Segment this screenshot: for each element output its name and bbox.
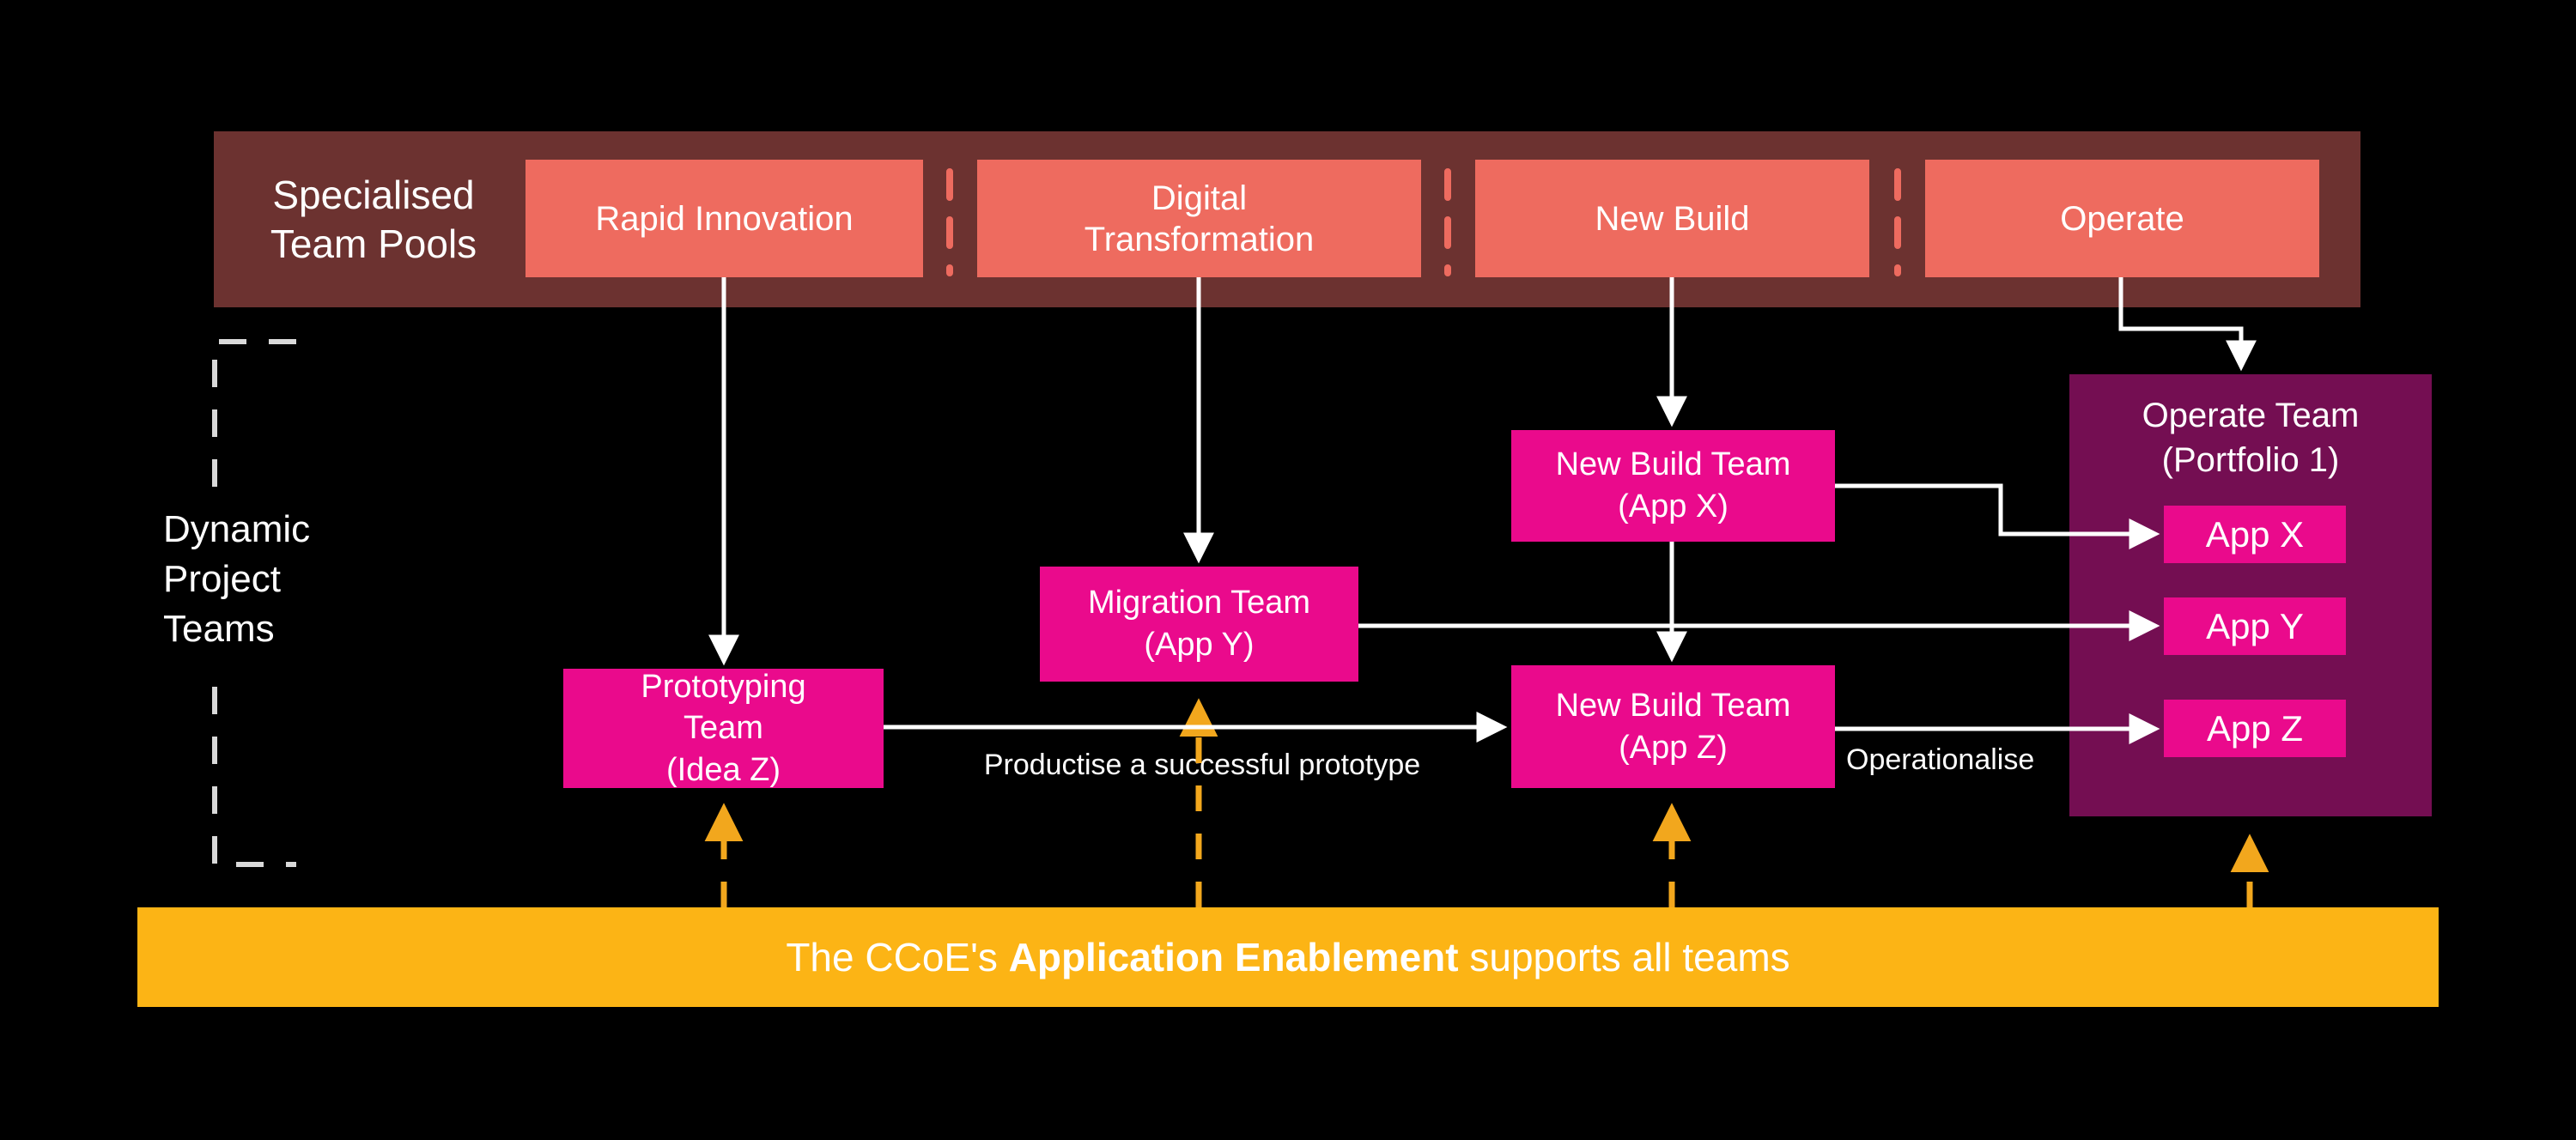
dynamic-label-line3: Teams bbox=[163, 608, 275, 651]
pool-digital-transformation-label: Digital Transformation bbox=[1084, 179, 1315, 258]
pool-new-build-label: New Build bbox=[1595, 199, 1750, 238]
app-y-label: App Y bbox=[2206, 605, 2304, 646]
dynamic-bracket-bottom bbox=[212, 687, 296, 867]
banner-suffix: supports all teams bbox=[1458, 935, 1790, 979]
migration-team-line1: Migration Team bbox=[1087, 585, 1311, 622]
app-x-label: App X bbox=[2205, 513, 2305, 555]
pools-title-line2: Team Pools bbox=[270, 221, 477, 266]
app-z-label: App Z bbox=[2206, 707, 2304, 749]
app-x-box: App X bbox=[2164, 506, 2346, 563]
ccoe-support-banner: The CCoE's Application Enablement suppor… bbox=[137, 907, 2439, 1007]
prototyping-team-box: Prototyping Team (Idea Z) bbox=[563, 669, 884, 788]
pool-rapid-innovation-label: Rapid Innovation bbox=[595, 199, 854, 238]
new-build-team-app-z-box: New Build Team (App Z) bbox=[1511, 665, 1835, 788]
dynamic-project-teams-label: Dynamic Project Teams bbox=[163, 505, 472, 654]
app-y-box: App Y bbox=[2164, 597, 2346, 655]
pool-operate: Operate bbox=[1925, 160, 2319, 277]
pool-digital-transformation: Digital Transformation bbox=[977, 160, 1421, 277]
migration-team-line2: (App Y) bbox=[1144, 627, 1255, 663]
dynamic-label-line1: Dynamic bbox=[163, 508, 311, 550]
new-build-team-app-x-line1: New Build Team bbox=[1555, 446, 1791, 483]
pools-title-line1: Specialised bbox=[272, 173, 475, 218]
banner-text: The CCoE's Application Enablement suppor… bbox=[786, 934, 1789, 980]
operationalise-edge-label: Operationalise bbox=[1846, 743, 2035, 776]
prototyping-team-line1: Prototyping bbox=[641, 668, 806, 705]
pool-operate-label: Operate bbox=[2060, 199, 2184, 238]
new-build-team-app-x-box: New Build Team (App X) bbox=[1511, 430, 1835, 542]
pool-new-build: New Build bbox=[1475, 160, 1869, 277]
prototyping-team-line2: Team bbox=[683, 710, 763, 747]
banner-bold: Application Enablement bbox=[1008, 935, 1459, 979]
banner-prefix: The CCoE's bbox=[786, 935, 1009, 979]
operate-team-title-line1: Operate Team bbox=[2142, 397, 2360, 434]
productise-edge-label: Productise a successful prototype bbox=[983, 749, 1421, 781]
app-z-box: App Z bbox=[2164, 700, 2346, 757]
new-build-team-app-x-line2: (App X) bbox=[1618, 488, 1728, 525]
migration-team-box: Migration Team (App Y) bbox=[1040, 567, 1358, 682]
prototyping-team-line3: (Idea Z) bbox=[665, 751, 781, 788]
dynamic-bracket-top bbox=[212, 339, 296, 488]
new-build-team-app-z-line2: (App Z) bbox=[1619, 729, 1728, 766]
dynamic-label-line2: Project bbox=[163, 558, 281, 601]
operate-team-title-line2: (Portfolio 1) bbox=[2161, 441, 2340, 479]
pools-bar-title: Specialised Team Pools bbox=[232, 131, 515, 307]
operate-team-title: Operate Team (Portfolio 1) bbox=[2069, 393, 2432, 482]
pool-rapid-innovation: Rapid Innovation bbox=[526, 160, 923, 277]
new-build-team-app-z-line1: New Build Team bbox=[1555, 687, 1791, 724]
